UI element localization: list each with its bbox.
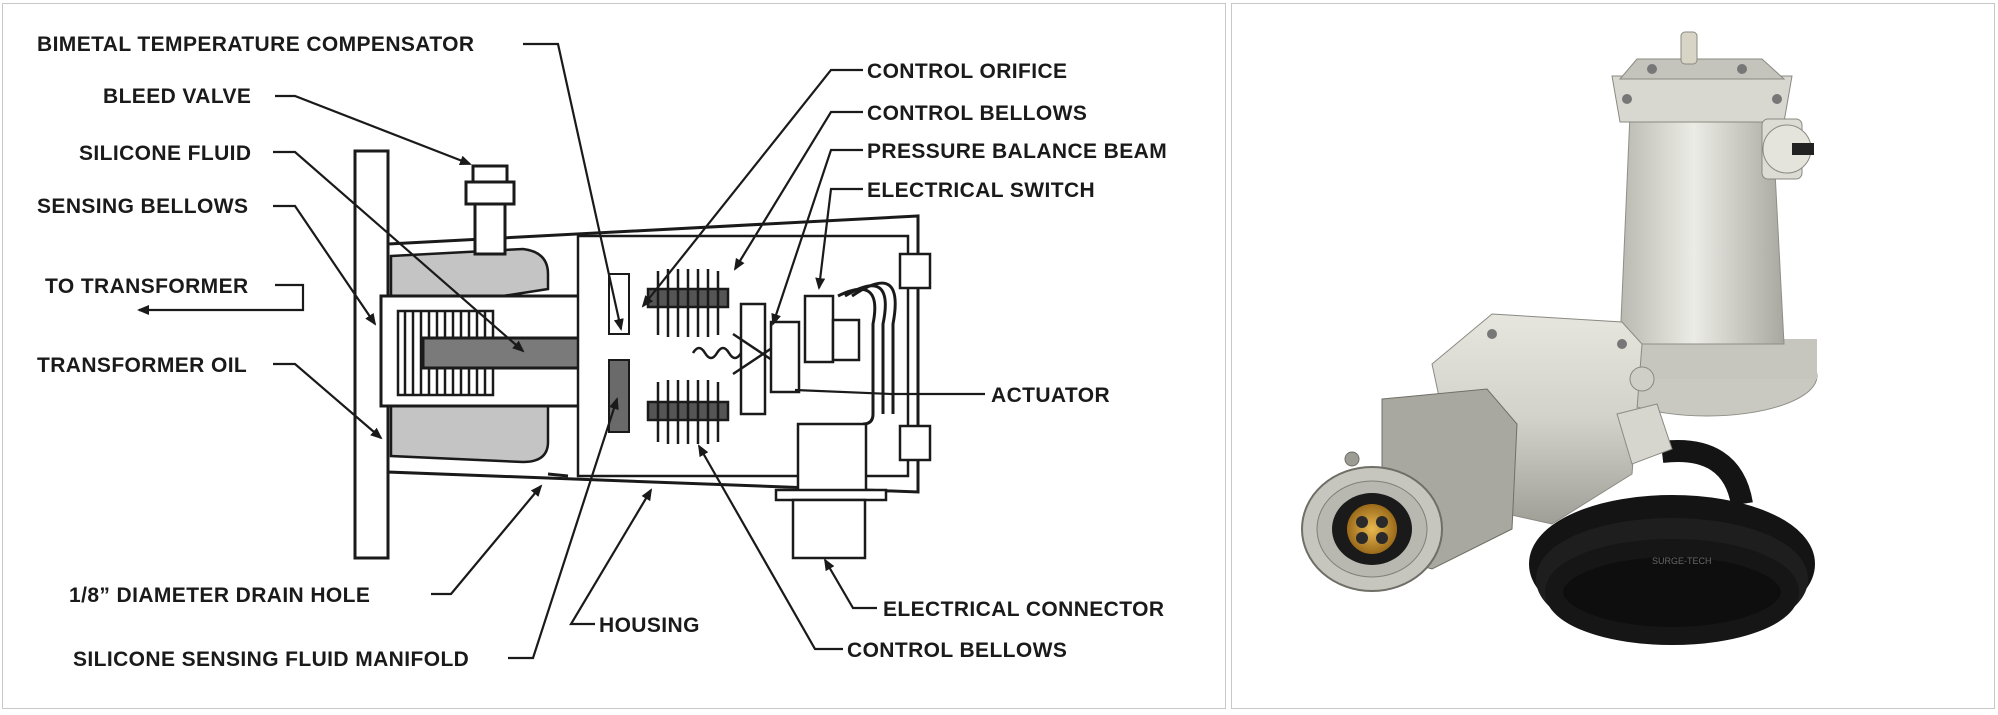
leader-control-bellows-bottom — [698, 444, 843, 651]
leader-transformer-oil — [273, 362, 383, 440]
balance-spring — [691, 346, 743, 360]
leader-electrical-connector — [823, 558, 877, 610]
leader-housing — [569, 488, 653, 626]
diagram-svg: BIMETAL TEMPERATURE COMPENSATOR BLEED VA… — [37, 33, 1167, 671]
label-control-bellows-bottom: CONTROL BELLOWS — [847, 639, 1067, 662]
label-control-orifice: CONTROL ORIFICE — [867, 60, 1067, 83]
label-pressure-balance-beam: PRESSURE BALANCE BEAM — [867, 140, 1167, 163]
leader-silicone-fluid — [273, 150, 525, 353]
switch-wires — [837, 281, 897, 426]
leader-bimetal — [523, 42, 624, 331]
product-photo-svg: SURGE-TECH — [1301, 31, 1818, 645]
label-sensing-bellows: SENSING BELLOWS — [37, 195, 248, 218]
drain-hole — [547, 472, 569, 478]
control-bellows-lower — [646, 380, 730, 444]
bleed-valve-body — [464, 164, 516, 256]
cable-marking: SURGE-TECH — [1652, 556, 1712, 566]
pressure-balance-beam — [732, 302, 801, 416]
diagram-labels: BIMETAL TEMPERATURE COMPENSATOR BLEED VA… — [37, 33, 1167, 671]
leader-actuator — [794, 388, 985, 396]
device-drawing — [353, 149, 932, 560]
label-transformer-oil: TRANSFORMER OIL — [37, 354, 247, 377]
vertical-housing — [1596, 31, 1818, 417]
leader-manifold — [508, 397, 619, 660]
leader-pressure-balance-beam — [771, 148, 863, 326]
leader-control-orifice — [641, 68, 863, 308]
leader-to-transformer — [137, 283, 305, 315]
label-housing: HOUSING — [599, 614, 700, 637]
label-to-transformer: TO TRANSFORMER — [45, 275, 249, 298]
housing-bolts — [898, 252, 932, 462]
cable-gland — [1616, 366, 1673, 465]
leader-electrical-switch — [815, 187, 863, 290]
leader-drain-hole — [431, 484, 543, 596]
label-manifold: SILICONE SENSING FLUID MANIFOLD — [73, 648, 469, 671]
cross-section-diagram: BIMETAL TEMPERATURE COMPENSATOR BLEED VA… — [2, 3, 1226, 709]
label-electrical-switch: ELECTRICAL SWITCH — [867, 179, 1095, 202]
control-bellows-upper — [646, 269, 730, 337]
label-silicone-fluid: SILICONE FLUID — [79, 142, 251, 165]
label-bleed-valve: BLEED VALVE — [103, 85, 251, 108]
electrical-switch-body — [803, 294, 861, 364]
label-drain-hole: 1/8” DIAMETER DRAIN HOLE — [69, 584, 370, 607]
leader-lines — [137, 42, 985, 660]
electrical-connector-face — [1301, 451, 1443, 592]
cable-coil — [1529, 440, 1815, 645]
label-actuator: ACTUATOR — [991, 384, 1110, 407]
product-photo: SURGE-TECH — [1231, 3, 1995, 709]
label-bimetal-temperature-compensator: BIMETAL TEMPERATURE COMPENSATOR — [37, 33, 474, 56]
electrical-connector-body — [774, 422, 888, 560]
silicone-fluid-manifold — [608, 359, 630, 433]
side-receptacle — [1761, 118, 1814, 180]
label-control-bellows-top: CONTROL BELLOWS — [867, 102, 1087, 125]
label-electrical-connector: ELECTRICAL CONNECTOR — [883, 598, 1164, 621]
leader-control-bellows-top — [733, 110, 863, 271]
leader-bleed-valve — [275, 94, 472, 166]
leader-sensing-bellows — [273, 204, 377, 326]
